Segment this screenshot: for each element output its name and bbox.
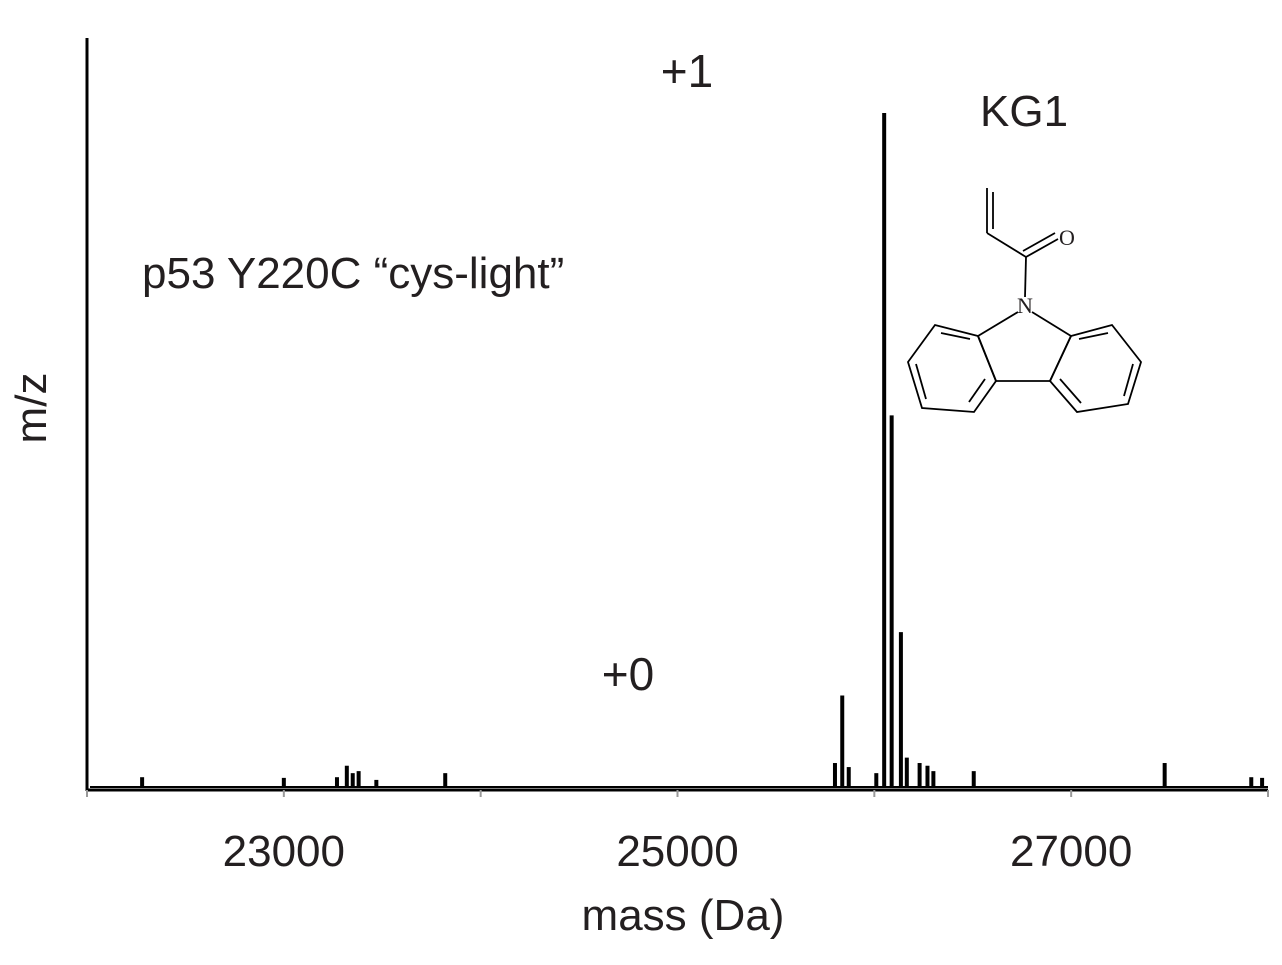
x-tick-label: 23000: [223, 827, 345, 876]
peak-label-plus0: +0: [602, 648, 654, 700]
compound-structure: [907, 188, 1142, 413]
y-axis-title: m/z: [7, 373, 56, 444]
x-axis-title: mass (Da): [582, 891, 785, 940]
x-tick-label: 27000: [1010, 827, 1132, 876]
compound-annotation: KG1: [980, 87, 1068, 136]
atom-label-n: N: [1017, 293, 1033, 318]
spectrum-peaks: [140, 113, 1265, 788]
peak-label-plus1: +1: [661, 45, 713, 97]
x-tick-label: 25000: [616, 827, 738, 876]
atom-label-o: O: [1059, 225, 1075, 250]
x-tick-marks: [86, 790, 1269, 797]
x-tick-labels: 23000 25000 27000: [223, 827, 1133, 876]
sample-annotation: p53 Y220C “cys-light”: [142, 249, 564, 298]
